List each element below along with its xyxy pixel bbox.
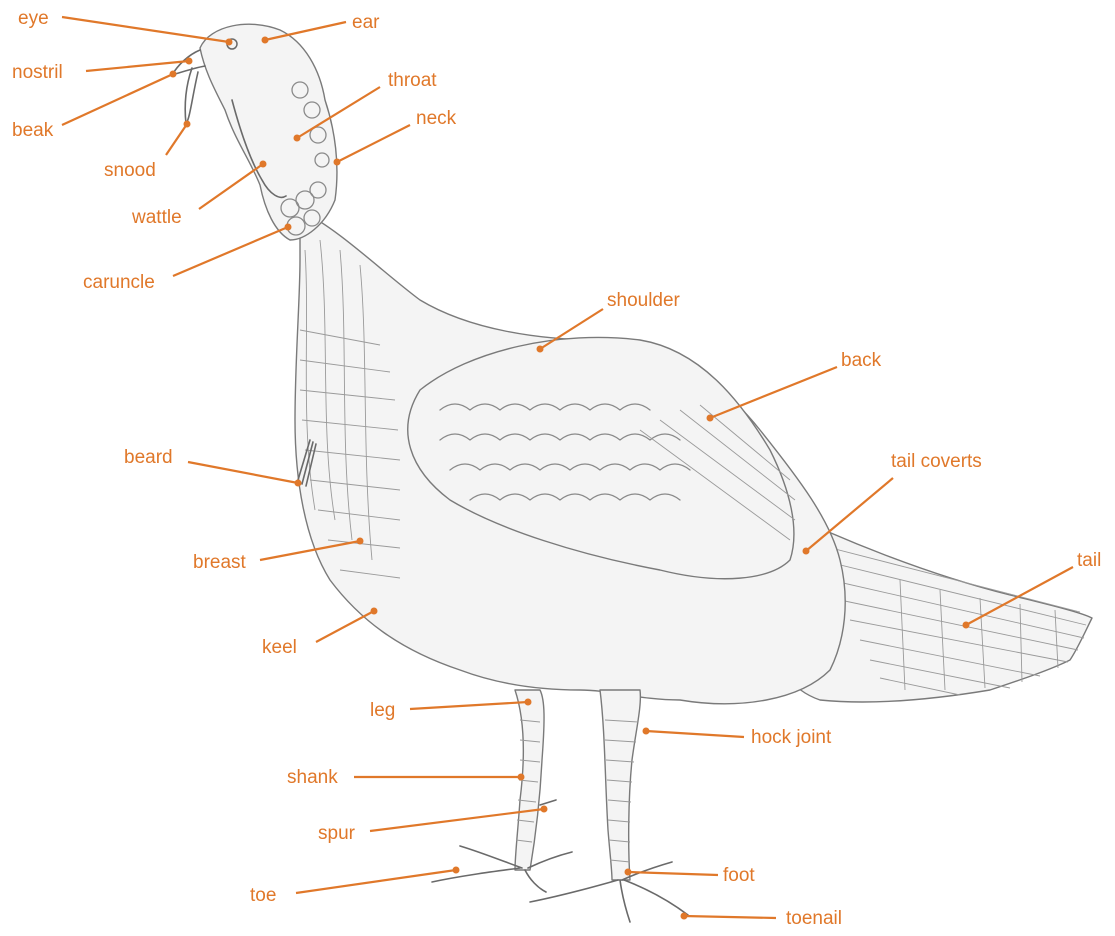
callout-keel: keel xyxy=(262,608,378,659)
callout-nostril: nostril xyxy=(12,58,193,84)
label-toenail: toenail xyxy=(786,908,842,929)
label-foot: foot xyxy=(723,865,755,886)
leader-snood xyxy=(166,124,187,155)
callout-shank: shank xyxy=(287,767,525,788)
marker-beard xyxy=(295,480,302,487)
leader-neck xyxy=(337,125,410,162)
marker-back xyxy=(707,415,714,422)
label-nostril: nostril xyxy=(12,62,63,83)
marker-tail-coverts xyxy=(803,548,810,555)
label-beard: beard xyxy=(124,447,173,468)
marker-keel xyxy=(371,608,378,615)
marker-neck xyxy=(334,159,341,166)
label-throat: throat xyxy=(388,70,437,91)
leader-beak xyxy=(62,74,173,125)
label-tail-coverts: tail coverts xyxy=(891,451,982,472)
label-neck: neck xyxy=(416,108,457,129)
leader-wattle xyxy=(199,164,263,209)
marker-leg xyxy=(525,699,532,706)
marker-ear xyxy=(262,37,269,44)
marker-caruncle xyxy=(285,224,292,231)
label-back: back xyxy=(841,350,882,371)
callout-toe: toe xyxy=(250,867,460,907)
turkey-legs xyxy=(432,690,688,922)
marker-shoulder xyxy=(537,346,544,353)
leader-keel xyxy=(316,611,374,642)
label-toe: toe xyxy=(250,885,276,906)
callout-eye: eye xyxy=(18,8,233,46)
callout-toenail: toenail xyxy=(681,908,843,929)
label-leg: leg xyxy=(370,700,395,721)
callout-foot: foot xyxy=(625,865,756,886)
leader-beard xyxy=(188,462,298,483)
leader-hock-joint xyxy=(646,731,744,737)
label-wattle: wattle xyxy=(131,207,182,228)
marker-throat xyxy=(294,135,301,142)
leader-toenail xyxy=(684,916,776,918)
label-breast: breast xyxy=(193,552,247,573)
label-caruncle: caruncle xyxy=(83,272,155,293)
callout-leg: leg xyxy=(370,699,532,722)
label-snood: snood xyxy=(104,160,156,181)
label-shank: shank xyxy=(287,767,338,788)
marker-toe xyxy=(453,867,460,874)
callout-hock-joint: hock joint xyxy=(643,727,832,748)
marker-toenail xyxy=(681,913,688,920)
callout-caruncle: caruncle xyxy=(83,224,292,294)
marker-nostril xyxy=(186,58,193,65)
label-ear: ear xyxy=(352,12,380,33)
marker-hock-joint xyxy=(643,728,650,735)
label-beak: beak xyxy=(12,120,54,141)
leader-nostril xyxy=(86,61,189,71)
marker-breast xyxy=(357,538,364,545)
marker-tail xyxy=(963,622,970,629)
callout-neck: neck xyxy=(334,108,457,166)
callout-beard: beard xyxy=(124,447,302,487)
marker-snood xyxy=(184,121,191,128)
label-spur: spur xyxy=(318,823,356,844)
label-keel: keel xyxy=(262,637,297,658)
leader-foot xyxy=(628,872,718,875)
leader-leg xyxy=(410,702,528,709)
callout-spur: spur xyxy=(318,806,548,845)
callout-snood: snood xyxy=(104,121,191,182)
label-shoulder: shoulder xyxy=(607,290,681,311)
marker-foot xyxy=(625,869,632,876)
label-tail: tail xyxy=(1077,550,1101,571)
marker-wattle xyxy=(260,161,267,168)
marker-eye xyxy=(226,39,233,46)
label-eye: eye xyxy=(18,8,49,29)
label-hock-joint: hock joint xyxy=(751,727,832,748)
leader-caruncle xyxy=(173,227,288,276)
marker-spur xyxy=(541,806,548,813)
leader-eye xyxy=(62,17,229,42)
marker-beak xyxy=(170,71,177,78)
marker-shank xyxy=(518,774,525,781)
